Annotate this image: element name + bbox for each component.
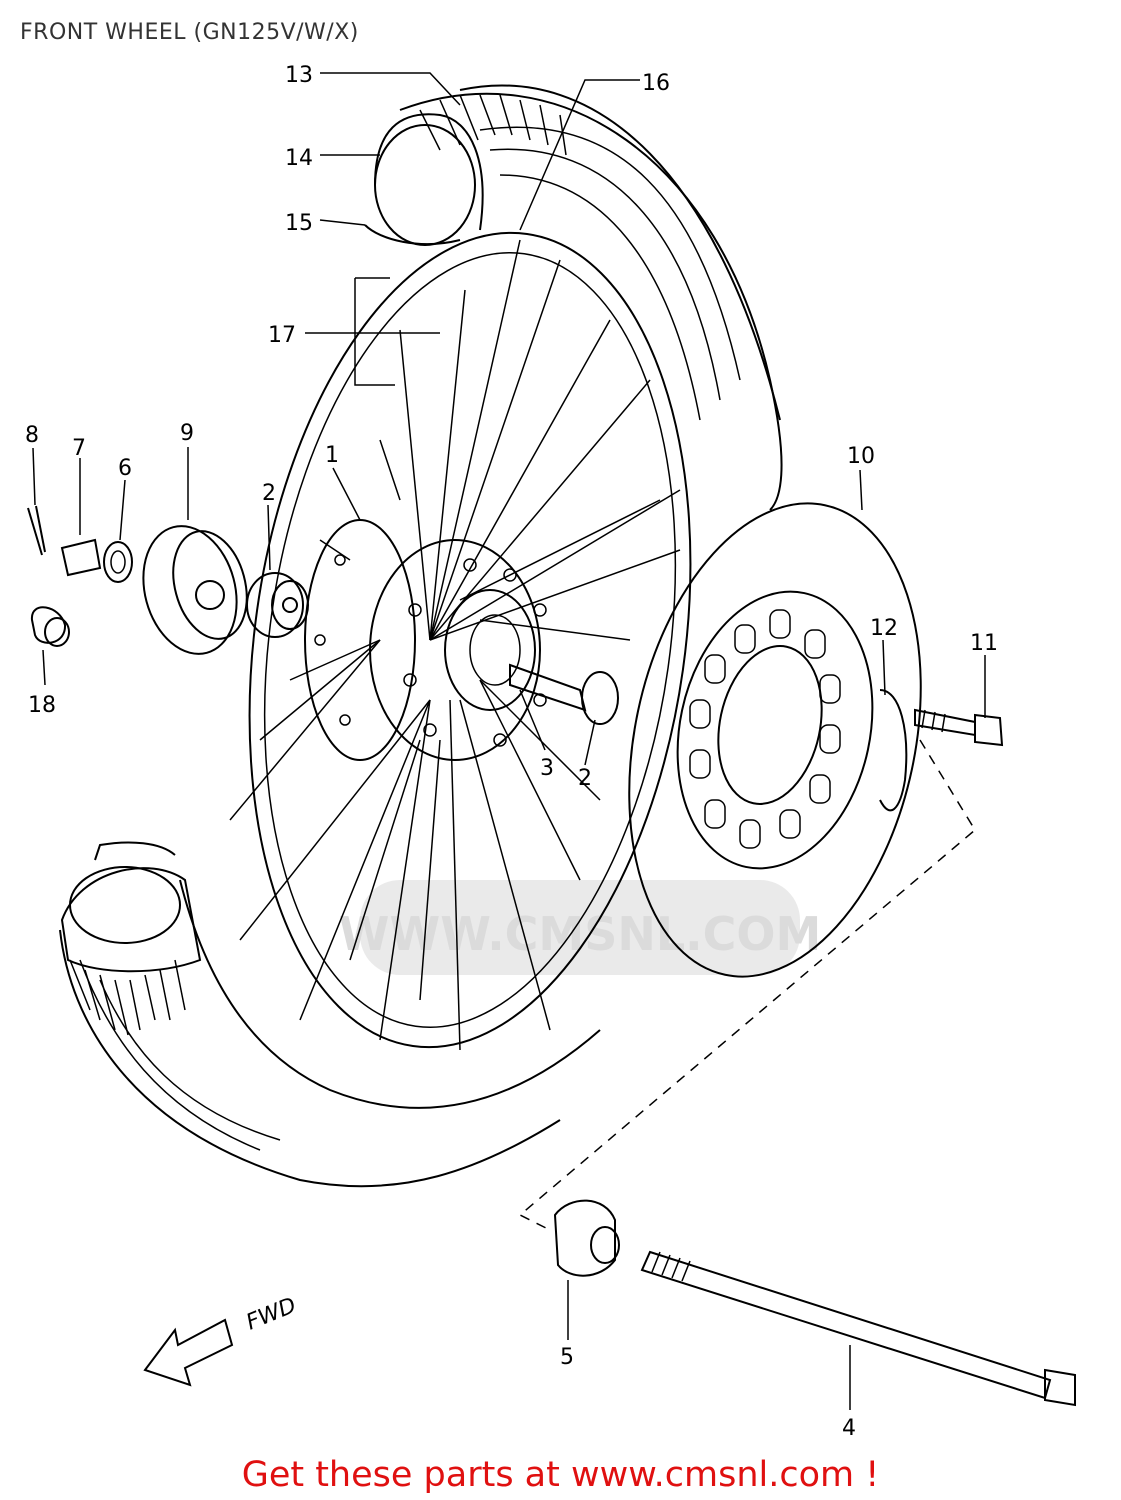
brake-disc bbox=[628, 502, 922, 978]
label-part-10: 10 bbox=[847, 444, 875, 469]
label-part-17: 17 bbox=[268, 323, 296, 348]
speedometer-gearbox bbox=[142, 525, 248, 655]
label-part-2a: 2 bbox=[262, 481, 276, 506]
get-parts-link[interactable]: Get these parts at www.cmsnl.com ! bbox=[241, 1455, 880, 1495]
label-part-14: 14 bbox=[285, 146, 313, 171]
label-part-18: 18 bbox=[28, 693, 56, 718]
label-part-12: 12 bbox=[870, 616, 898, 641]
watermark-text: WWW.CMSNL.COM bbox=[339, 907, 822, 961]
page-title: FRONT WHEEL (GN125V/W/X) bbox=[20, 20, 359, 45]
leader-lines bbox=[32, 72, 986, 1410]
small-hardware bbox=[27, 505, 133, 647]
tire bbox=[59, 84, 783, 1188]
spokes bbox=[229, 239, 681, 1051]
label-part-16: 16 bbox=[642, 71, 670, 96]
label-part-7: 7 bbox=[72, 436, 86, 461]
lock-washer bbox=[879, 689, 908, 812]
label-part-15: 15 bbox=[285, 211, 313, 236]
label-part-6: 6 bbox=[118, 456, 132, 481]
label-part-2b: 2 bbox=[578, 766, 592, 791]
fwd-label: FWD bbox=[243, 1293, 300, 1335]
label-part-5: 5 bbox=[560, 1345, 574, 1370]
bearing bbox=[246, 572, 309, 638]
label-part-11: 11 bbox=[970, 631, 998, 656]
forward-arrow: FWD bbox=[143, 1293, 300, 1387]
part-labels: 1 2 2 3 4 5 6 7 8 9 10 11 12 13 14 15 16… bbox=[25, 63, 998, 1441]
label-part-13: 13 bbox=[285, 63, 313, 88]
watermark: WWW.CMSNL.COM bbox=[339, 880, 822, 975]
label-part-1: 1 bbox=[325, 443, 339, 468]
tube-cross-section bbox=[364, 113, 484, 246]
exploded-parts-diagram: WWW.CMSNL.COM bbox=[25, 63, 1076, 1441]
label-part-9: 9 bbox=[180, 421, 194, 446]
axle-collar bbox=[553, 1199, 620, 1277]
disc-bolt bbox=[914, 708, 1004, 747]
label-part-4: 4 bbox=[842, 1416, 856, 1441]
label-part-8: 8 bbox=[25, 423, 39, 448]
label-part-3: 3 bbox=[540, 756, 554, 781]
front-axle bbox=[640, 1250, 1076, 1407]
